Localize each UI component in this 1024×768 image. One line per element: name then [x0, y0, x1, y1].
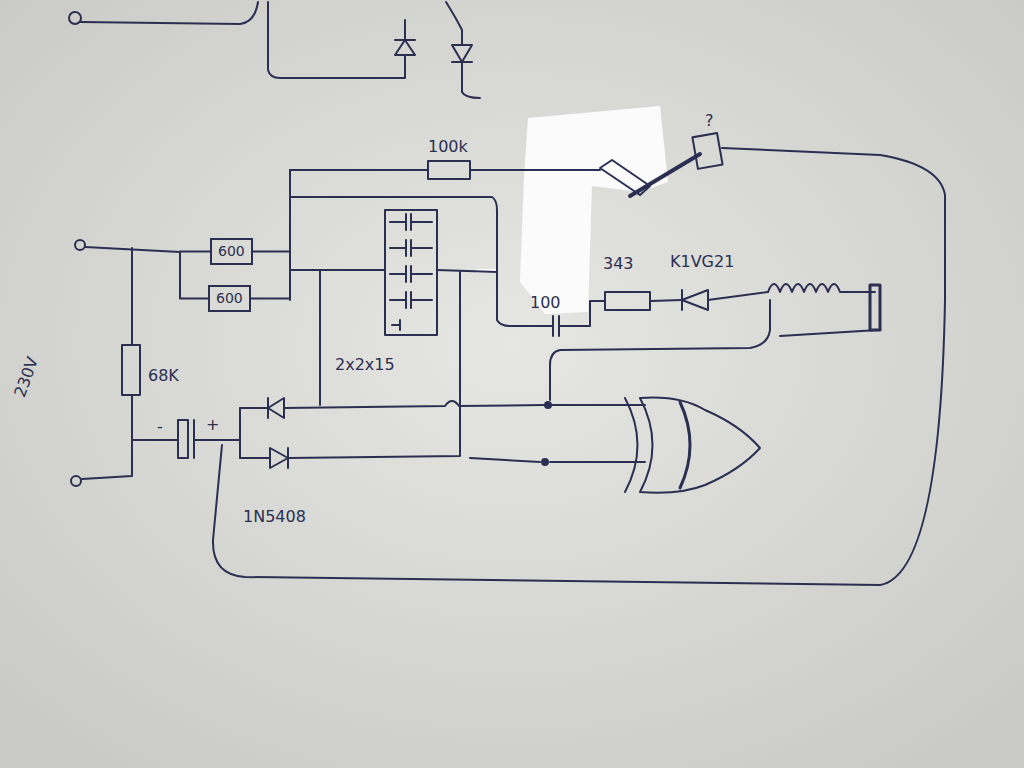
wire	[437, 270, 497, 272]
capacitor-bank	[385, 210, 437, 335]
wire	[290, 197, 553, 326]
potentiometer-symbol	[600, 133, 723, 196]
potentiometer-symbol	[692, 133, 722, 169]
wire	[780, 330, 878, 336]
wire	[75, 240, 85, 250]
diode-symbol	[267, 398, 269, 418]
capacitor-bank	[390, 266, 432, 282]
component-label: 343	[603, 255, 634, 273]
component-label: 1N5408	[243, 508, 306, 526]
logic-gate	[625, 398, 760, 493]
resistor-value: 600	[218, 243, 245, 260]
wire	[470, 458, 540, 462]
coil-symbol	[768, 284, 880, 330]
wire	[240, 457, 270, 459]
wire	[559, 301, 605, 326]
capacitor-symbol	[178, 420, 188, 458]
wire	[708, 292, 768, 300]
capacitor-bank	[390, 214, 432, 230]
coil-symbol	[870, 285, 880, 330]
wire	[550, 461, 645, 463]
capacitor-symbol	[193, 420, 195, 458]
wire	[71, 148, 945, 585]
wire	[131, 248, 133, 345]
resistor-symbol	[122, 161, 650, 395]
wire-connector	[251, 252, 290, 299]
wire	[552, 404, 645, 406]
resistor-symbol	[605, 292, 650, 310]
wire	[290, 169, 428, 171]
top-fragment	[81, 2, 258, 24]
capacitor-bank	[392, 320, 400, 330]
wire	[650, 300, 682, 301]
wire	[284, 401, 545, 408]
component-label: +	[206, 416, 219, 434]
component-label: ?	[705, 112, 714, 130]
wire	[240, 407, 268, 409]
top-fragment	[395, 40, 415, 55]
component-label: 2x2x15	[335, 356, 395, 374]
resistor-box: 600	[210, 238, 253, 265]
wire	[319, 270, 321, 405]
top-fragment	[268, 2, 405, 78]
wire	[194, 439, 240, 441]
component-label: 100k	[428, 138, 468, 156]
wire	[71, 476, 81, 486]
diode-symbol	[682, 290, 708, 310]
coil-symbol	[768, 284, 875, 292]
junction-dot	[542, 459, 548, 465]
wire	[82, 395, 132, 479]
capacitor-symbol	[552, 316, 554, 336]
diode-symbol	[287, 448, 289, 468]
wire	[470, 169, 600, 171]
capacitor-bank	[390, 292, 432, 308]
wire	[288, 272, 460, 458]
diode-symbol	[268, 398, 284, 418]
diode-symbol	[270, 448, 288, 468]
wire	[132, 439, 178, 441]
wire-connector	[180, 252, 210, 299]
potentiometer-symbol	[630, 154, 700, 196]
top-fragment	[462, 62, 480, 98]
resistor-symbol	[428, 161, 470, 179]
component-label: K1VG21	[670, 253, 734, 271]
logic-gate	[625, 398, 638, 492]
resistor-symbol	[122, 345, 140, 395]
capacitor-symbol	[178, 316, 559, 458]
junction-dot	[545, 402, 551, 408]
logic-gate	[680, 402, 690, 488]
component-label: 68K	[148, 367, 179, 385]
capacitor-symbol	[558, 316, 560, 336]
white-out	[520, 106, 668, 314]
component-label: 100	[530, 294, 561, 312]
top-fragment	[69, 12, 81, 24]
top-fragment	[404, 20, 406, 40]
diode-symbol	[681, 290, 683, 310]
wire	[290, 269, 385, 271]
junction-dot	[542, 402, 551, 465]
wire	[239, 408, 241, 458]
component-label: -	[157, 418, 163, 436]
top-fragment	[69, 2, 480, 98]
resistor-value: 600	[216, 290, 243, 307]
capacitor-bank	[390, 240, 432, 256]
resistor-box: 600	[208, 285, 251, 312]
logic-gate	[640, 398, 760, 493]
diode-symbol	[268, 290, 708, 468]
top-fragment	[446, 2, 462, 45]
top-fragment	[452, 45, 472, 62]
wire	[213, 148, 945, 585]
wire	[550, 300, 770, 400]
capacitor-bank	[385, 210, 437, 335]
